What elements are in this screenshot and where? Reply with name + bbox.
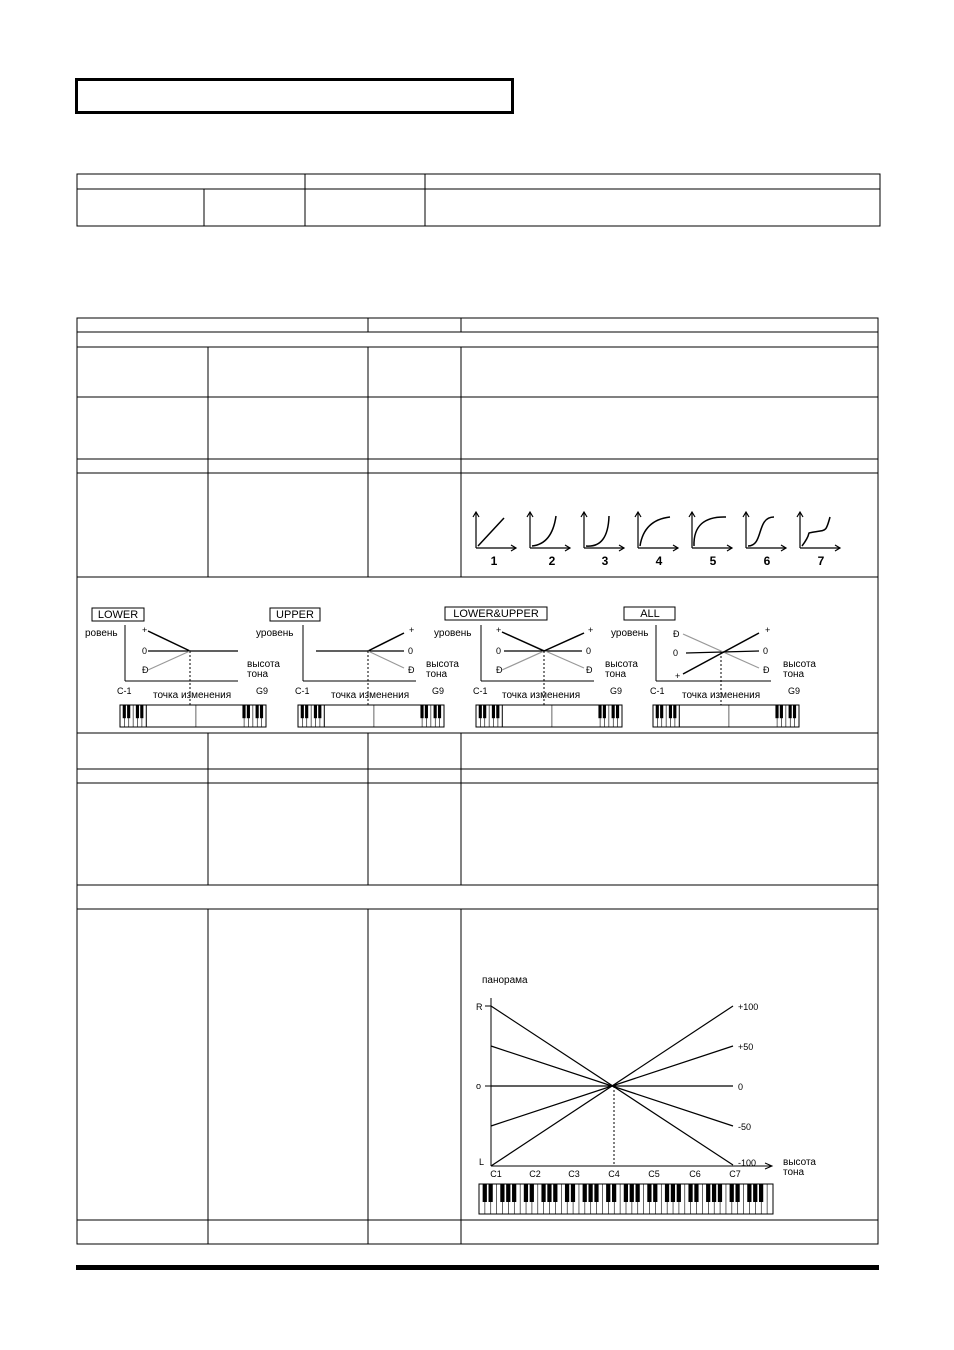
mini-keyboard (475, 704, 623, 728)
curve-icon-2 (526, 510, 572, 552)
mini-keyboard (652, 704, 800, 728)
level-label: уровень (611, 628, 649, 639)
mode-label: LOWER&UPPER (453, 608, 539, 620)
line-label-plus50: +50 (738, 1042, 753, 1052)
curve-icon-5 (688, 510, 734, 552)
bottom-rule (76, 1265, 879, 1270)
pan-line-e (490, 1005, 734, 1167)
pan-chart-ylabel: панорама (482, 975, 528, 986)
plus-sign: + (142, 625, 147, 635)
x-tick-c3: C3 (568, 1169, 580, 1179)
high-key: G9 (432, 686, 444, 696)
curve-icon-6 (742, 510, 788, 552)
zero-label-right: 0 (408, 646, 413, 656)
curve-icons (472, 510, 842, 552)
y-tick-center: o (476, 1081, 481, 1091)
curve-numbers: 1 2 3 4 5 6 7 (491, 554, 825, 568)
x-tick-c2: C2 (529, 1169, 541, 1179)
zero-label: 0 (673, 648, 678, 658)
plus-sign: + (496, 625, 501, 635)
change-point-label: точка изменения (153, 690, 231, 701)
curve-icon-7 (796, 510, 842, 552)
minus-label-right: Ð (763, 665, 770, 675)
plus-sign: + (765, 625, 770, 635)
plus-sign-right: + (588, 625, 593, 635)
minus-label: Ð (496, 665, 503, 675)
mode-label: ALL (640, 608, 660, 620)
change-point-label: точка изменения (682, 690, 760, 701)
line-label-zero: 0 (738, 1082, 743, 1092)
pan-keyboard (478, 1183, 774, 1215)
mini-keyboard (119, 704, 267, 728)
level-label: ровень (85, 628, 118, 639)
x-tick-c5: C5 (648, 1169, 660, 1179)
curve-icon-4 (634, 510, 680, 552)
mode-label: LOWER (98, 609, 138, 621)
curve-number-2: 2 (549, 554, 556, 568)
x-tick-c4: C4 (608, 1169, 620, 1179)
y-tick-r: R (476, 1002, 483, 1012)
curve-icon-1 (472, 510, 518, 552)
curve-icon-3 (580, 510, 626, 552)
x-tick-c6: C6 (689, 1169, 701, 1179)
minus-label: Ð (142, 665, 149, 675)
low-key: C-1 (117, 686, 132, 696)
section-title-box (75, 78, 514, 114)
zero-label-right: 0 (763, 646, 768, 656)
pan-chart: панорама R o L +100 +50 0 -50 -100 высот… (476, 975, 816, 1215)
x-tick-c1: C1 (490, 1169, 502, 1179)
change-point-label: точка изменения (331, 690, 409, 701)
mini-keyboard (297, 704, 445, 728)
line-label-minus50: -50 (738, 1122, 751, 1132)
x-tick-c7: C7 (729, 1169, 741, 1179)
high-key: G9 (788, 686, 800, 696)
line-label-minus100: -100 (738, 1158, 756, 1168)
low-key: C-1 (650, 686, 665, 696)
minus-label: Ð (673, 629, 680, 639)
mode-label: UPPER (276, 609, 314, 621)
curve-number-4: 4 (656, 554, 663, 568)
curve-number-7: 7 (818, 554, 825, 568)
y-tick-l: L (479, 1157, 484, 1167)
low-key: C-1 (295, 686, 310, 696)
change-point-label: точка изменения (502, 690, 580, 701)
plus-sign: + (409, 625, 414, 635)
curve-number-6: 6 (764, 554, 771, 568)
minus-label-right: Ð (408, 665, 415, 675)
high-key: G9 (256, 686, 268, 696)
zero-label-right: 0 (586, 646, 591, 656)
zero-label: 0 (496, 646, 501, 656)
table-2 (76, 317, 879, 1245)
curve-number-5: 5 (710, 554, 717, 568)
level-label: уровень (256, 628, 294, 639)
level-label: уровень (434, 628, 472, 639)
low-key: C-1 (473, 686, 488, 696)
table-1 (76, 173, 881, 227)
zero-label: 0 (142, 646, 147, 656)
plus-sign-left: + (675, 671, 680, 681)
curve-number-3: 3 (602, 554, 609, 568)
curve-number-1: 1 (491, 554, 498, 568)
high-key: G9 (610, 686, 622, 696)
line-label-plus100: +100 (738, 1002, 758, 1012)
minus-label-right: Ð (586, 665, 593, 675)
